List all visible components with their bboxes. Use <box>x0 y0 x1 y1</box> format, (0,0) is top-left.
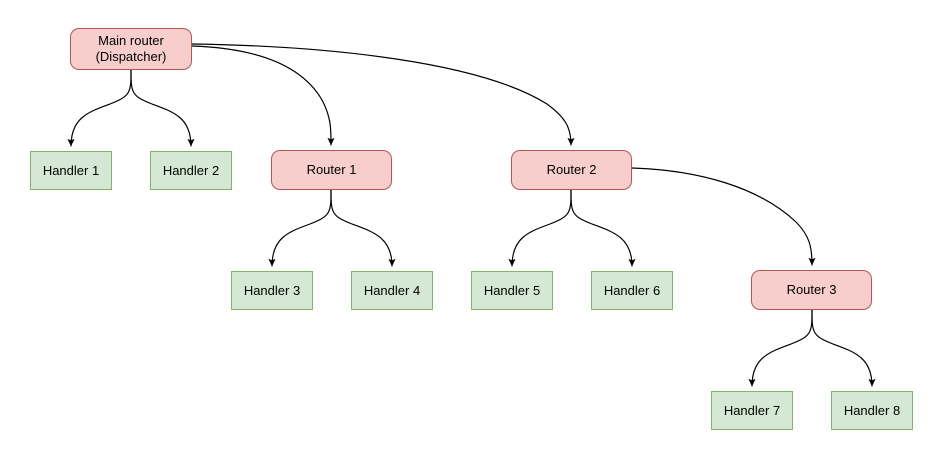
node-label-main-router: Main router (Dispatcher) <box>95 33 167 64</box>
node-router-3[interactable]: Router 3 <box>751 270 872 310</box>
edge-main-to-router-1 <box>191 45 335 146</box>
edge-router-1-to-handler-3 <box>268 189 332 267</box>
node-handler-4[interactable]: Handler 4 <box>351 271 433 310</box>
node-label-handler-7: Handler 7 <box>723 402 781 418</box>
node-label-handler-1: Handler 1 <box>42 162 100 178</box>
edge-router-3-to-handler-8 <box>811 309 876 387</box>
edge-group <box>67 43 876 387</box>
node-label-handler-3: Handler 3 <box>243 282 301 298</box>
node-label-router-2: Router 2 <box>546 162 597 178</box>
node-handler-7[interactable]: Handler 7 <box>711 391 793 430</box>
node-handler-8[interactable]: Handler 8 <box>831 391 913 430</box>
node-label-router-3: Router 3 <box>786 282 837 298</box>
edge-main-to-handler-1 <box>67 69 132 147</box>
node-router-1[interactable]: Router 1 <box>271 150 392 190</box>
node-label-router-1: Router 1 <box>306 162 357 178</box>
node-main-router[interactable]: Main router (Dispatcher) <box>70 28 192 70</box>
edge-router-3-to-handler-7 <box>748 309 813 387</box>
node-router-2[interactable]: Router 2 <box>511 150 632 190</box>
node-handler-2[interactable]: Handler 2 <box>150 151 232 190</box>
edge-router-2-to-handler-6 <box>570 189 636 267</box>
edge-router-2-to-router-3 <box>631 167 816 266</box>
node-handler-6[interactable]: Handler 6 <box>591 271 673 310</box>
node-label-handler-4: Handler 4 <box>363 282 421 298</box>
edge-main-to-handler-2 <box>130 69 195 147</box>
node-label-handler-8: Handler 8 <box>843 402 901 418</box>
node-label-handler-5: Handler 5 <box>483 282 541 298</box>
node-label-handler-6: Handler 6 <box>603 282 661 298</box>
node-handler-5[interactable]: Handler 5 <box>471 271 553 310</box>
edge-main-to-router-2 <box>191 43 575 146</box>
edge-router-1-to-handler-4 <box>330 189 396 267</box>
node-handler-3[interactable]: Handler 3 <box>231 271 313 310</box>
node-handler-1[interactable]: Handler 1 <box>30 151 112 190</box>
edge-router-2-to-handler-5 <box>508 189 572 267</box>
node-label-handler-2: Handler 2 <box>162 162 220 178</box>
